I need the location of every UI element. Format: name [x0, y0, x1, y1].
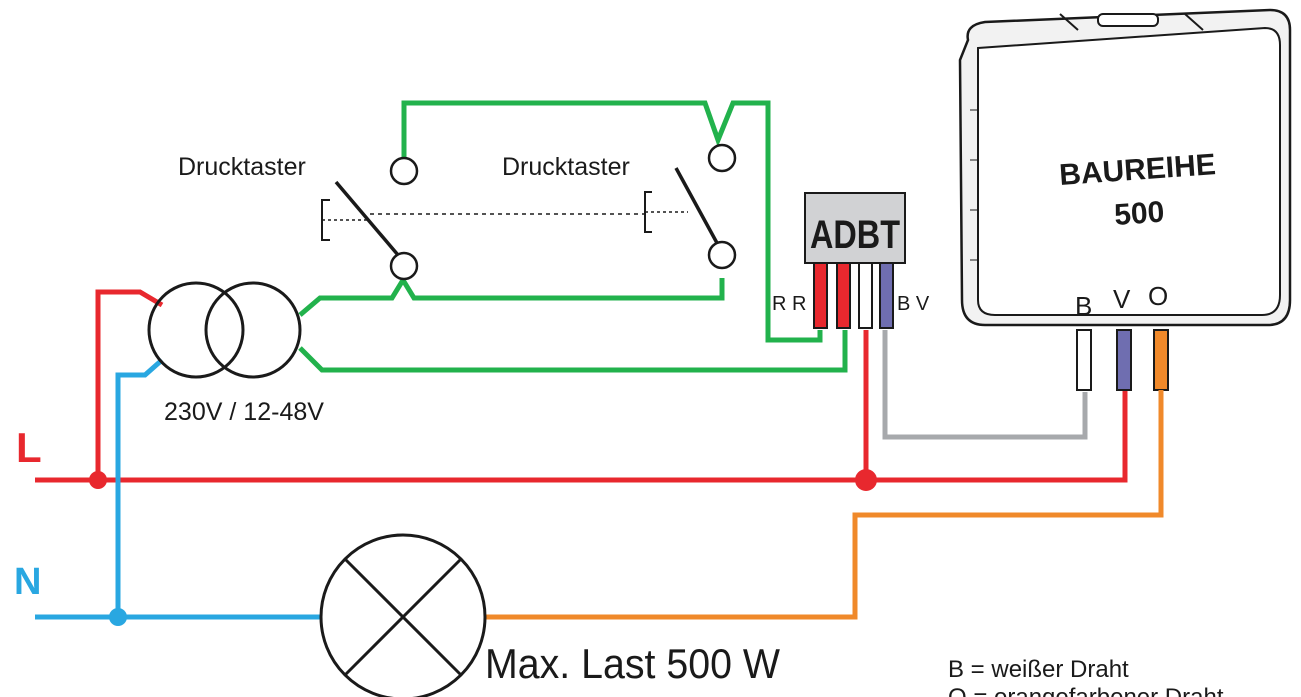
live-to-transformer-wire	[95, 289, 164, 480]
adbt-module	[804, 192, 906, 329]
pushbutton-switch-2	[644, 143, 737, 270]
load-wire	[485, 390, 1164, 620]
grey-wire	[882, 330, 1088, 440]
live-junction-left	[89, 471, 107, 489]
neutral-junction	[109, 608, 127, 626]
device-terminal-o-label: O	[1148, 281, 1168, 311]
live-junction-right	[855, 469, 877, 491]
adbt-left-terminals-label: R R	[772, 293, 806, 315]
line-l-label: L	[16, 424, 42, 471]
device-terminal-b-label: B	[1075, 291, 1092, 321]
lamp-symbol	[319, 533, 487, 697]
switch-1-label: Drucktaster	[178, 153, 306, 181]
pushbutton-switch-1	[321, 156, 419, 281]
adbt-label: ADBT	[810, 213, 900, 257]
device-terminal-v-label: V	[1113, 284, 1131, 314]
neutral-to-transformer-wire	[115, 358, 164, 617]
switch-2-label: Drucktaster	[502, 153, 630, 181]
controller-device	[958, 8, 1292, 391]
adbt-right-terminals-label: B V	[897, 293, 930, 315]
legend-b: B = weißer Draht	[948, 656, 1129, 683]
transformer-symbol	[147, 281, 302, 379]
transformer-label: 230V / 12-48V	[164, 398, 324, 426]
legend-o: O = orangefarbener Draht	[948, 684, 1224, 697]
live-rail	[35, 385, 1128, 483]
device-model: 500	[1113, 196, 1165, 232]
load-label: Max. Last 500 W	[485, 640, 780, 687]
line-n-label: N	[14, 561, 41, 603]
